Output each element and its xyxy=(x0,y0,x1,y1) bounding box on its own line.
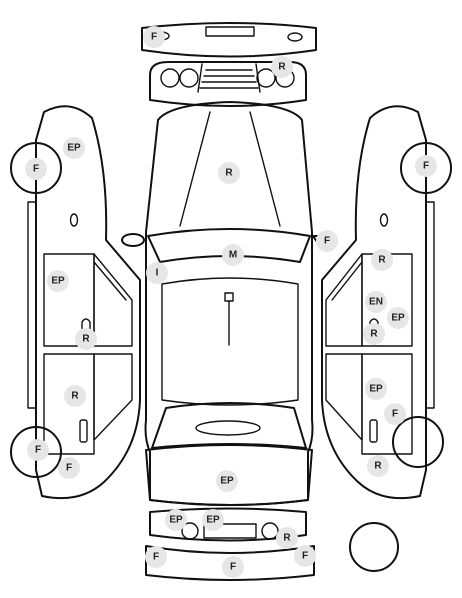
svg-text:EP: EP xyxy=(220,476,234,487)
spare-wheel[interactable] xyxy=(349,522,399,572)
marker-left-front-fender[interactable]: EP xyxy=(63,137,85,159)
marker-left-rear-wheel[interactable]: F xyxy=(27,439,49,461)
svg-text:EP: EP xyxy=(206,515,220,526)
svg-text:F: F xyxy=(230,562,236,573)
svg-text:EP: EP xyxy=(369,384,383,395)
marker-trunk[interactable]: EP xyxy=(216,470,238,492)
svg-text:F: F xyxy=(35,445,41,456)
svg-text:F: F xyxy=(33,164,39,175)
marker-windshield[interactable]: M xyxy=(222,244,244,266)
marker-left-front-door[interactable]: EP xyxy=(47,270,69,292)
svg-text:F: F xyxy=(151,32,157,43)
marker-right-front-door-handle[interactable]: R xyxy=(363,323,385,345)
svg-text:R: R xyxy=(374,461,382,472)
right-side-view[interactable] xyxy=(321,105,452,500)
svg-text:I: I xyxy=(156,268,159,279)
marker-left-front-wheel[interactable]: F xyxy=(25,158,47,180)
marker-a-pillar[interactable]: I xyxy=(146,262,168,284)
svg-text:F: F xyxy=(423,161,429,172)
svg-text:F: F xyxy=(324,236,330,247)
left-side-view[interactable] xyxy=(10,105,141,500)
marker-right-rear-wheel[interactable]: R xyxy=(367,455,389,477)
marker-left-front-door-handle[interactable]: R xyxy=(75,328,97,350)
marker-rear-bumper-mid[interactable]: EP xyxy=(202,509,224,531)
svg-text:EP: EP xyxy=(169,515,183,526)
marker-right-front-wheel[interactable]: F xyxy=(415,155,437,177)
svg-text:R: R xyxy=(71,391,79,402)
marker-right-rear-quarter[interactable]: F xyxy=(384,403,406,425)
marker-right-front-door-mid[interactable]: EN xyxy=(365,291,387,313)
svg-text:R: R xyxy=(378,255,386,266)
svg-text:F: F xyxy=(66,463,72,474)
svg-text:F: F xyxy=(392,409,398,420)
marker-front-grille[interactable]: R xyxy=(271,56,293,78)
marker-rear-bottom-right[interactable]: F xyxy=(294,545,316,567)
marker-rear-bottom-left[interactable]: F xyxy=(145,546,167,568)
svg-text:R: R xyxy=(283,533,291,544)
marker-rear-bottom-mid[interactable]: F xyxy=(222,556,244,578)
front-bumper-view[interactable] xyxy=(141,22,317,58)
marker-left-rear-quarter[interactable]: F xyxy=(58,457,80,479)
front-grille-view[interactable] xyxy=(149,61,307,107)
marker-front-bumper[interactable]: F xyxy=(143,26,165,48)
marker-right-rear-door[interactable]: EP xyxy=(365,378,387,400)
car-body-top-view[interactable] xyxy=(121,101,327,506)
svg-text:EP: EP xyxy=(51,276,65,287)
svg-text:EN: EN xyxy=(369,297,383,308)
svg-text:R: R xyxy=(370,329,378,340)
svg-text:R: R xyxy=(82,334,90,345)
marker-right-front-door-top[interactable]: R xyxy=(371,249,393,271)
svg-text:R: R xyxy=(278,62,286,73)
svg-text:F: F xyxy=(302,551,308,562)
marker-hood[interactable]: R xyxy=(218,162,240,184)
svg-text:M: M xyxy=(229,250,237,261)
marker-rear-bumper-left[interactable]: EP xyxy=(165,509,187,531)
svg-text:F: F xyxy=(153,552,159,563)
marker-right-mirror[interactable]: F xyxy=(316,230,338,252)
marker-rear-bumper-right[interactable]: R xyxy=(276,527,298,549)
marker-right-front-door-side[interactable]: EP xyxy=(387,307,409,329)
svg-text:R: R xyxy=(225,168,233,179)
svg-text:EP: EP xyxy=(391,313,405,324)
svg-text:EP: EP xyxy=(67,143,81,154)
marker-left-rear-door[interactable]: R xyxy=(64,385,86,407)
